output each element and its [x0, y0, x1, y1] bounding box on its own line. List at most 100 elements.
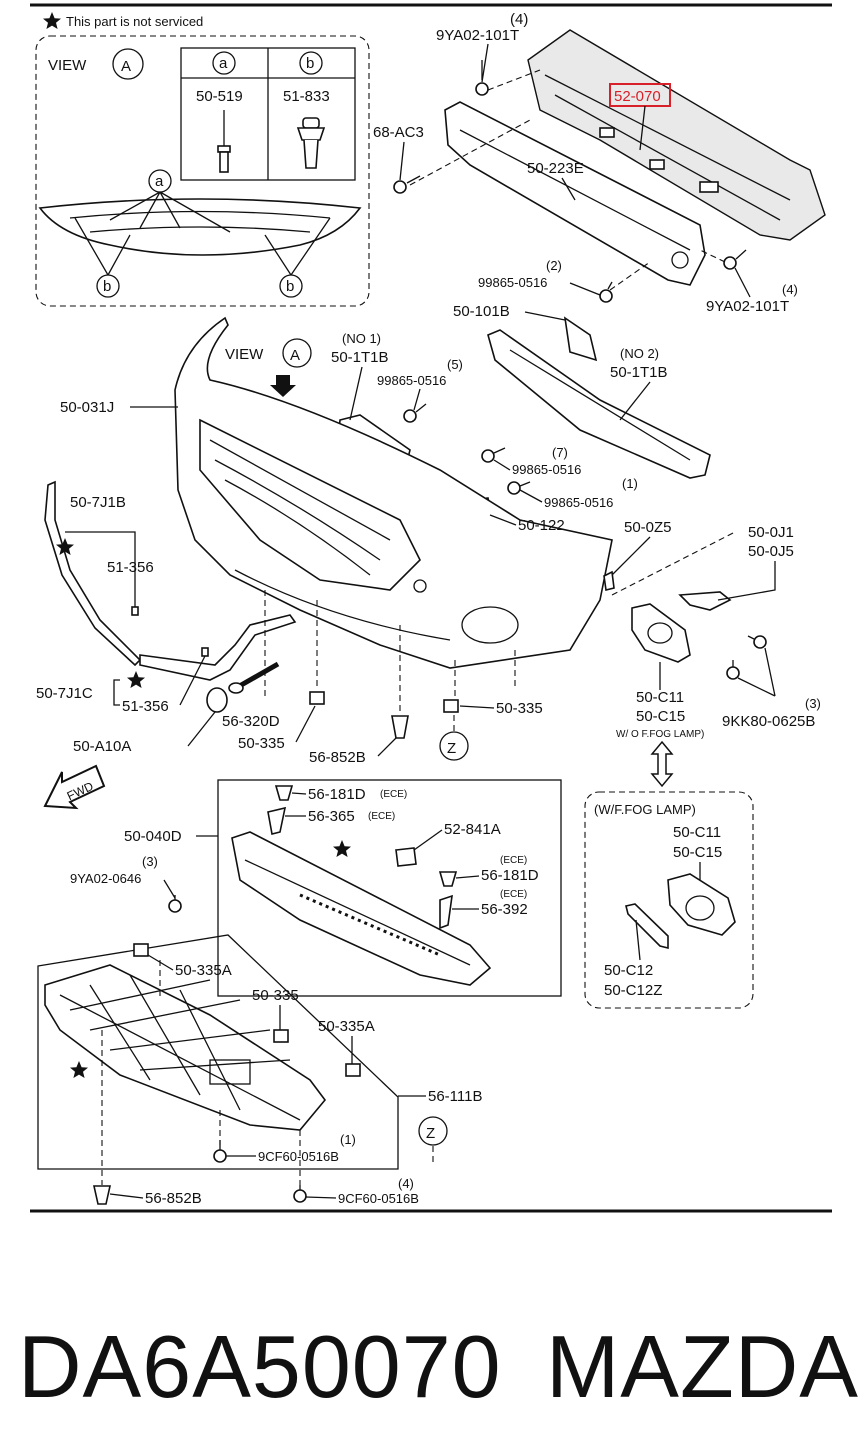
label-56-365: 56-365	[308, 808, 355, 825]
label-50-0z5: 50-0Z5	[624, 519, 672, 536]
box-56-111b	[37, 934, 399, 1170]
bumper-fascia-50-031j	[174, 316, 613, 669]
label-wo-fog: W/ O F.FOG LAMP)	[616, 729, 704, 740]
label-50-335a-b: 50-335A	[318, 1018, 375, 1035]
nut-50-335a-a	[133, 943, 149, 957]
label-50-101b: 50-101B	[453, 303, 510, 320]
label-99865-7-qty: (7)	[552, 445, 568, 460]
box-wf-fog-lamp	[584, 791, 754, 1009]
label-50-122: 50-122	[518, 517, 565, 534]
clip-56-181d-b	[438, 871, 458, 887]
label-9ya02-0646-qty: (3)	[142, 854, 158, 869]
star-icon	[70, 1061, 88, 1078]
label-99865-top: 99865-0516	[478, 275, 547, 290]
tow-hook-56-320d	[228, 661, 280, 694]
garnish-50-7j1c	[139, 614, 297, 681]
fwd-arrow-icon: FWD	[43, 764, 106, 810]
label-99865-5-qty: (5)	[447, 357, 463, 372]
label-99865-5: 99865-0516	[377, 373, 446, 388]
label-no2: (NO 2)	[620, 346, 659, 361]
double-arrow-icon	[650, 740, 674, 788]
label-9ya02-top: 9YA02-101T	[436, 27, 519, 44]
star-icon	[43, 12, 61, 29]
label-50-335-b: 50-335	[496, 700, 543, 717]
clip-56-852b-a	[391, 715, 409, 739]
bolt-9ya02-top	[475, 60, 489, 96]
label-ece-1: (ECE)	[380, 789, 407, 800]
star-icon	[56, 538, 74, 555]
rivet-icon	[217, 110, 231, 173]
label-ece-2: (ECE)	[368, 811, 395, 822]
label-50-7j1b: 50-7J1B	[70, 494, 126, 511]
label-50-7j1c: 50-7J1C	[36, 685, 93, 702]
under-cover-56-111b	[44, 964, 327, 1131]
bumper-reinforcement	[527, 29, 826, 241]
label-9ya02-right-qty: (4)	[782, 282, 798, 297]
label-50-0j5: 50-0J5	[748, 543, 794, 560]
view-a-circle	[282, 338, 312, 368]
bracket-52-841a	[395, 847, 417, 867]
fog-bezel-50-c11	[667, 873, 736, 936]
label-9ya02-right: 9YA02-101T	[706, 298, 789, 315]
label-68-ac3: 68-AC3	[373, 124, 424, 141]
screw-9cf60-a	[213, 1140, 227, 1163]
label-51-356-a: 51-356	[107, 559, 154, 576]
label-50-c15-b: 50-C15	[673, 844, 722, 861]
clip-56-181d-a	[274, 785, 294, 801]
label-50-c11-a: 50-C11	[636, 689, 684, 706]
callout-b-left: b	[103, 278, 111, 295]
deflector-50-040d	[231, 831, 492, 986]
bracket-56-365	[267, 806, 287, 835]
label-50-335-c: 50-335	[252, 987, 299, 1004]
bolt-99865-5	[403, 403, 427, 423]
tow-hook-cover-50-a10a	[206, 687, 228, 713]
view-a-arrow-icon	[270, 375, 296, 397]
label-9cf60-b-qty: (4)	[398, 1176, 414, 1191]
bolt-68-ac3	[393, 175, 421, 194]
bolt-99865-top	[599, 281, 613, 303]
label-9kk80-qty: (3)	[805, 696, 821, 711]
label-56-181d-b: 56-181D	[481, 867, 539, 884]
ref-z-circle-b	[418, 1116, 448, 1146]
bracket-56-392	[439, 894, 453, 930]
col-b-letter: b	[306, 55, 314, 72]
ref-z-b: Z	[426, 1125, 435, 1142]
footer-brand: MAZDA	[546, 1317, 859, 1416]
nut-50-335-b	[443, 699, 459, 713]
inset-view-letter: A	[121, 58, 131, 75]
callout-b-right: b	[286, 278, 294, 295]
label-50-c11-b: 50-C11	[673, 824, 721, 841]
inset-view-letter-circle	[112, 48, 144, 80]
ref-z-a: Z	[447, 740, 456, 757]
label-50-335-a: 50-335	[238, 735, 285, 752]
label-wf-fog: (W/F.FOG LAMP)	[594, 802, 696, 817]
footer-part-number: DA6A50070	[18, 1317, 502, 1416]
not-serviced-note: This part is not serviced	[43, 12, 203, 29]
highlight-box	[609, 83, 671, 107]
col-a-part: 50-519	[196, 88, 243, 105]
label-9cf60-a-qty: (1)	[340, 1132, 356, 1147]
label-50-1t1b-1: 50-1T1B	[331, 349, 389, 366]
star-icon	[333, 840, 351, 857]
ref-z-circle-a	[439, 731, 469, 761]
label-50-040d: 50-040D	[124, 828, 182, 845]
label-9ya02-top-qty: (4)	[510, 11, 528, 28]
label-no1: (NO 1)	[342, 331, 381, 346]
label-56-181d-a: 56-181D	[308, 786, 366, 803]
fog-cover-50-c11	[631, 603, 691, 663]
view-a-letter: A	[290, 347, 300, 364]
nut-50-335a-b	[345, 1063, 361, 1077]
label-99865-1: 99865-0516	[544, 495, 613, 510]
star-icon	[127, 671, 145, 688]
view-a-label: VIEW	[225, 346, 264, 363]
col-b-part: 51-833	[283, 88, 330, 105]
grille-no2	[487, 329, 711, 479]
label-99865-1-qty: (1)	[622, 476, 638, 491]
screw-9kk80-b	[726, 660, 740, 680]
label-51-356-b: 51-356	[122, 698, 169, 715]
inset-view-title: VIEW	[48, 57, 87, 74]
clip-icon	[296, 117, 326, 169]
clip-56-852b-b	[93, 1185, 111, 1205]
label-50-c12: 50-C12	[604, 962, 653, 979]
label-56-852b-a: 56-852B	[309, 749, 366, 766]
